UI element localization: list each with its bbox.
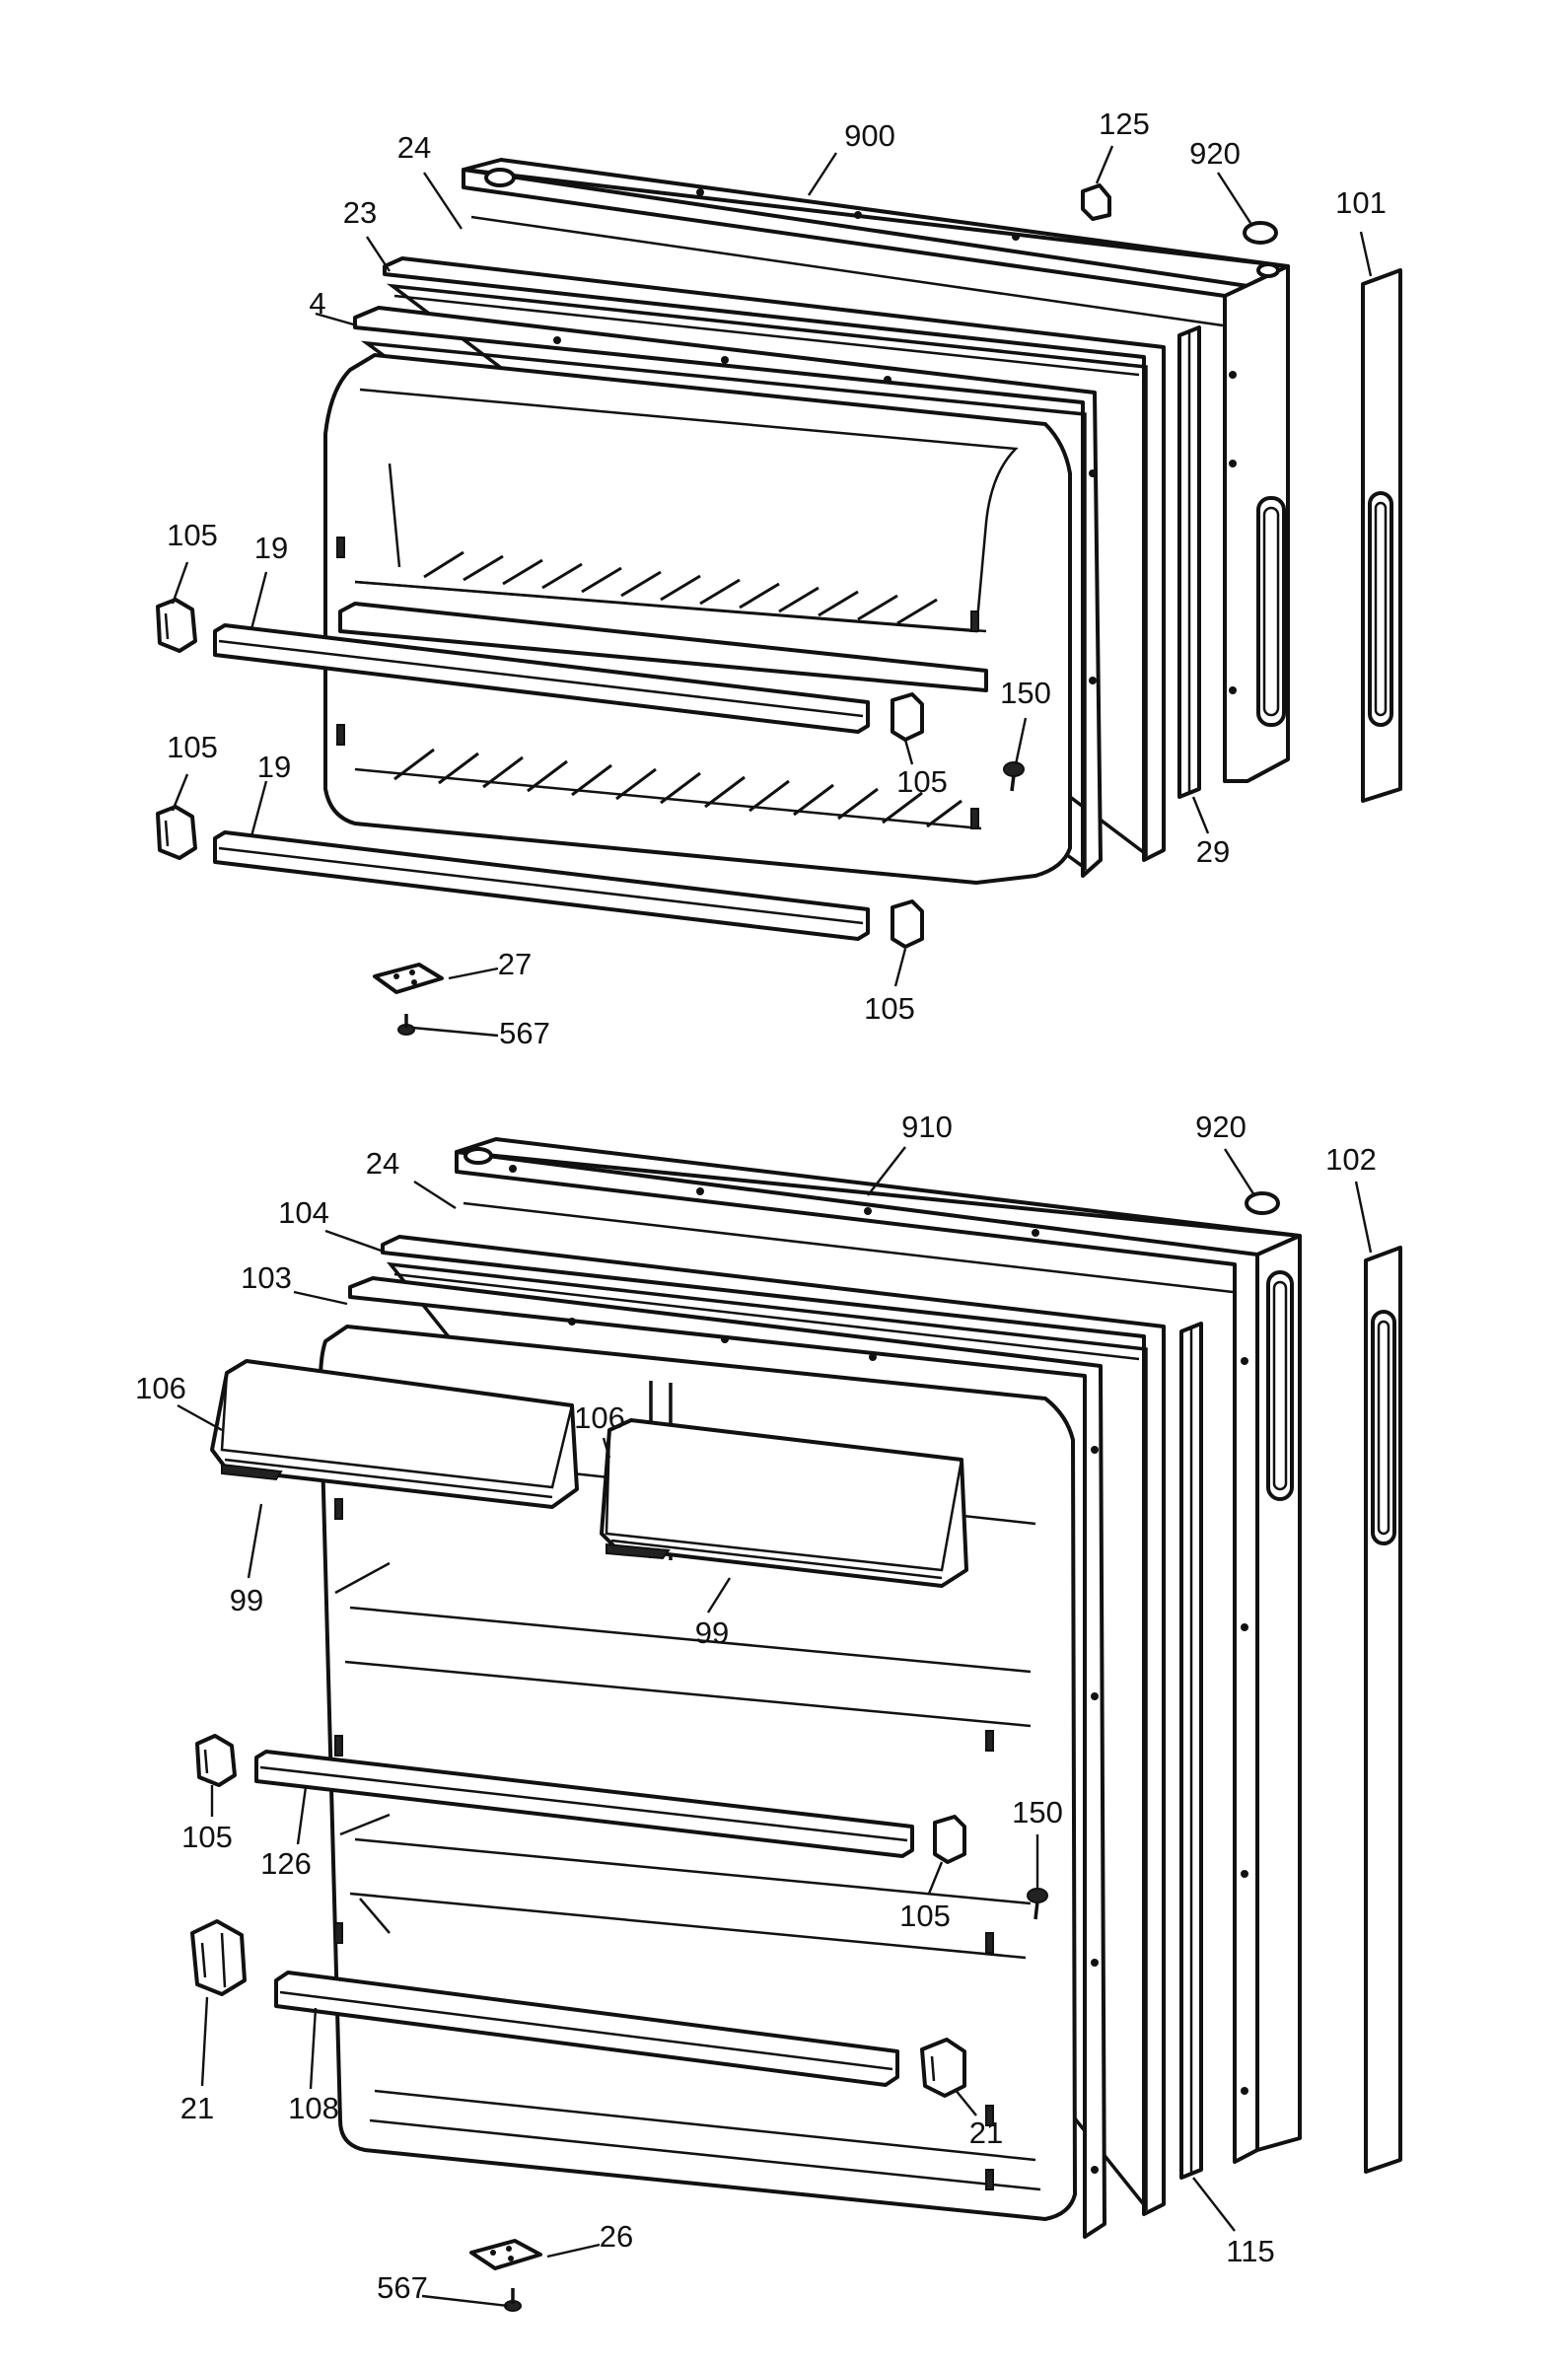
callout-125: 125: [1099, 107, 1150, 141]
callout-104: 104: [278, 1195, 329, 1230]
callout-108: 108: [288, 2091, 339, 2125]
callout-24: 24: [397, 130, 431, 165]
callout-103: 103: [241, 1260, 292, 1295]
callout-24-bottom: 24: [366, 1146, 399, 1181]
callout-19-b: 19: [257, 750, 291, 784]
callout-26: 26: [600, 2219, 633, 2254]
shelf-bar-126: [254, 1750, 914, 1858]
gasket-strip-29: [1177, 325, 1201, 799]
callout-910: 910: [901, 1110, 953, 1144]
callout-99-b: 99: [695, 1615, 729, 1650]
screw-150-top: [1003, 761, 1025, 792]
callout-21-a: 21: [180, 2091, 214, 2125]
callout-920: 920: [1189, 136, 1241, 171]
plug-125: [1081, 183, 1111, 221]
end-cap-105-c: [891, 692, 924, 742]
callout-567-top: 567: [499, 1016, 550, 1050]
end-cap-105-b: [156, 805, 197, 860]
callout-567-bottom: 567: [377, 2270, 428, 2305]
callout-150-bottom: 150: [1012, 1795, 1063, 1829]
plate-26: [469, 2239, 542, 2270]
door-panel-900: [462, 158, 1290, 783]
callout-106-a: 106: [135, 1371, 186, 1405]
cap-920-top: [1243, 221, 1278, 245]
shelf-bar-19-lower: [213, 830, 870, 941]
callout-105-b: 105: [167, 730, 218, 764]
dairy-bin-door-99-right: [606, 1542, 671, 1560]
screw-567-top: [397, 1014, 415, 1036]
callout-106-b: 106: [574, 1400, 625, 1435]
callout-105-a: 105: [167, 518, 218, 552]
callout-105-c: 105: [896, 764, 948, 799]
freezer-door-assembly: 900 125 920 101 24 23 4 105 19 105 19 15…: [156, 107, 1402, 1050]
fresh-food-door-assembly: 910 920 102 24 104 103 106 106 99 99 105…: [135, 1110, 1402, 2312]
door-liner-4: [323, 306, 1103, 885]
callout-23: 23: [343, 195, 377, 230]
dairy-bin-door-99-left: [221, 1463, 283, 1481]
callout-105-d: 105: [864, 991, 915, 1026]
shelf-bar-108: [274, 1971, 899, 2087]
door-panel-910: [455, 1137, 1302, 2164]
callout-105-f: 105: [899, 1899, 951, 1933]
bracket-21-right: [920, 2038, 966, 2098]
dairy-bin-106-right: [600, 1418, 968, 1588]
callout-99-a: 99: [230, 1583, 263, 1617]
callout-115: 115: [1226, 2234, 1274, 2268]
callout-920-bottom: 920: [1195, 1110, 1247, 1144]
handle-trim-102: [1364, 1246, 1402, 2174]
callout-126: 126: [260, 1846, 312, 1881]
screw-567-bottom: [504, 2288, 522, 2312]
end-cap-105-d: [891, 899, 924, 949]
callout-29: 29: [1196, 834, 1230, 869]
cap-920-bottom: [1245, 1191, 1280, 1215]
callout-101: 101: [1335, 185, 1387, 220]
shelf-bar-19-upper: [213, 623, 870, 734]
callout-4: 4: [309, 286, 325, 321]
callout-102: 102: [1325, 1142, 1377, 1177]
callout-21-b: 21: [969, 2116, 1003, 2150]
gasket-strip-115: [1179, 1322, 1203, 2180]
end-cap-105-a: [156, 598, 197, 653]
end-cap-105-f: [933, 1815, 966, 1864]
callout-900: 900: [844, 118, 895, 153]
dairy-bin-106-left: [210, 1359, 579, 1509]
callout-150-top: 150: [1000, 676, 1051, 710]
end-cap-105-e: [195, 1734, 237, 1787]
plate-27: [373, 963, 444, 994]
handle-trim-101: [1361, 268, 1402, 803]
callout-105-e: 105: [181, 1820, 233, 1854]
callout-19-a: 19: [254, 531, 288, 565]
callout-27: 27: [498, 947, 532, 981]
bracket-21-left: [190, 1919, 247, 1996]
